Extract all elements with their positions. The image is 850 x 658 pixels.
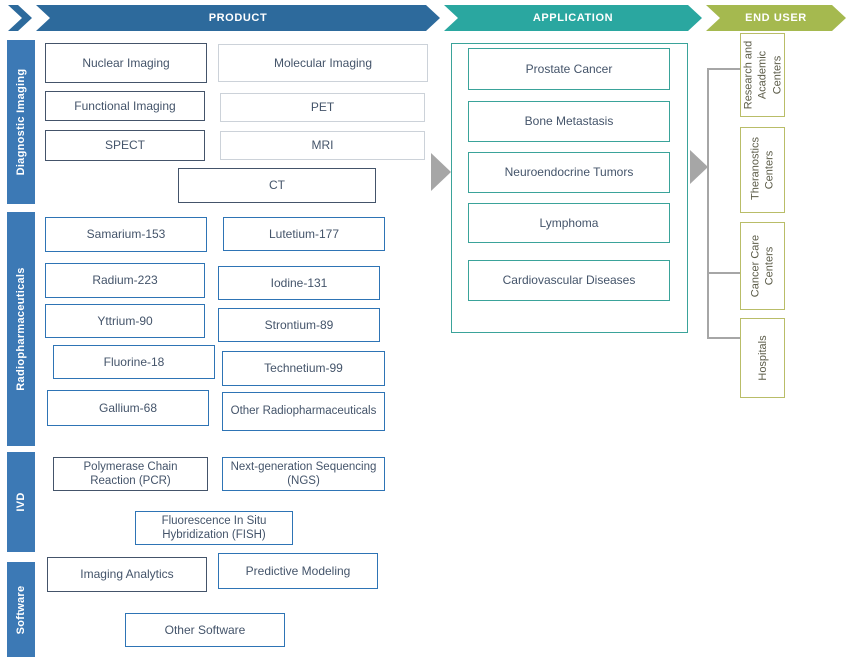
sidebar-label-software: Software — [15, 585, 27, 634]
product-box-gallium-68: Gallium-68 — [47, 390, 209, 426]
flow-arrow-application-to-enduser-icon — [690, 150, 708, 184]
application-box-neuroendocrine-tumors: Neuroendocrine Tumors — [468, 152, 670, 193]
application-box-lymphoma: Lymphoma — [468, 203, 670, 243]
product-box-other-radiopharmaceuticals: Other Radiopharmaceuticals — [222, 392, 385, 431]
sidebar-label-diagnostic-imaging: Diagnostic Imaging — [15, 68, 27, 176]
application-header-band: APPLICATION — [444, 5, 702, 31]
product-header-band: PRODUCT — [36, 5, 440, 31]
product-box-samarium-153: Samarium-153 — [45, 217, 207, 252]
product-box-fish: Fluorescence In Situ Hybridization (FISH… — [135, 511, 293, 545]
end-user-header-label: END USER — [745, 12, 807, 24]
end-user-label-hospitals: Hospitals — [756, 335, 769, 381]
product-box-predictive-modeling: Predictive Modeling — [218, 553, 378, 589]
product-box-technetium-99: Technetium-99 — [222, 351, 385, 386]
product-box-pcr: Polymerase Chain Reaction (PCR) — [53, 457, 208, 491]
product-box-molecular-imaging: Molecular Imaging — [218, 44, 428, 82]
sidebar-section-ivd: IVD — [7, 452, 35, 552]
enduser-connector-top-line — [707, 68, 740, 70]
product-box-lutetium-177: Lutetium-177 — [223, 217, 385, 251]
product-box-strontium-89: Strontium-89 — [218, 308, 380, 342]
flow-arrow-product-to-application-icon — [431, 153, 451, 191]
product-box-imaging-analytics: Imaging Analytics — [47, 557, 207, 592]
sidebar-section-software: Software — [7, 562, 35, 657]
enduser-connector-middle-line — [707, 272, 740, 274]
product-box-functional-imaging: Functional Imaging — [45, 91, 205, 121]
enduser-connector-bottom-line — [707, 337, 740, 339]
product-box-ngs: Next-generation Sequencing (NGS) — [222, 457, 385, 491]
chevron-icon — [8, 5, 32, 31]
product-box-spect: SPECT — [45, 130, 205, 161]
end-user-label-research-academic-centers: Research and Academic Centers — [742, 40, 783, 110]
end-user-header-band: END USER — [706, 5, 846, 31]
application-box-prostate-cancer: Prostate Cancer — [468, 48, 670, 90]
sidebar-section-diagnostic-imaging: Diagnostic Imaging — [7, 40, 35, 204]
enduser-connector-vertical-line — [707, 68, 709, 338]
product-box-nuclear-imaging: Nuclear Imaging — [45, 43, 207, 83]
end-user-box-hospitals: Hospitals — [740, 318, 785, 398]
application-box-cardiovascular-diseases: Cardiovascular Diseases — [468, 260, 670, 301]
product-box-yttrium-90: Yttrium-90 — [45, 304, 205, 338]
end-user-label-cancer-care-centers: Cancer Care Centers — [749, 234, 776, 298]
product-box-fluorine-18: Fluorine-18 — [53, 345, 215, 379]
product-box-other-software: Other Software — [125, 613, 285, 647]
application-header-label: APPLICATION — [532, 12, 614, 24]
product-box-iodine-131: Iodine-131 — [218, 266, 380, 300]
end-user-box-research-academic-centers: Research and Academic Centers — [740, 33, 785, 117]
application-group-box — [451, 43, 688, 333]
application-box-bone-metastasis: Bone Metastasis — [468, 101, 670, 142]
product-header-label: PRODUCT — [208, 12, 268, 24]
end-user-box-cancer-care-centers: Cancer Care Centers — [740, 222, 785, 310]
sidebar-label-ivd: IVD — [15, 492, 27, 512]
end-user-box-theranostics-centers: Theranostics Centers — [740, 127, 785, 213]
end-user-label-theranostics-centers: Theranostics Centers — [749, 137, 776, 200]
product-box-pet: PET — [220, 93, 425, 122]
product-box-radium-223: Radium-223 — [45, 263, 205, 298]
sidebar-label-radiopharmaceuticals: Radiopharmaceuticals — [15, 267, 27, 391]
product-box-ct: CT — [178, 168, 376, 203]
product-box-mri: MRI — [220, 131, 425, 160]
sidebar-section-radiopharmaceuticals: Radiopharmaceuticals — [7, 212, 35, 446]
